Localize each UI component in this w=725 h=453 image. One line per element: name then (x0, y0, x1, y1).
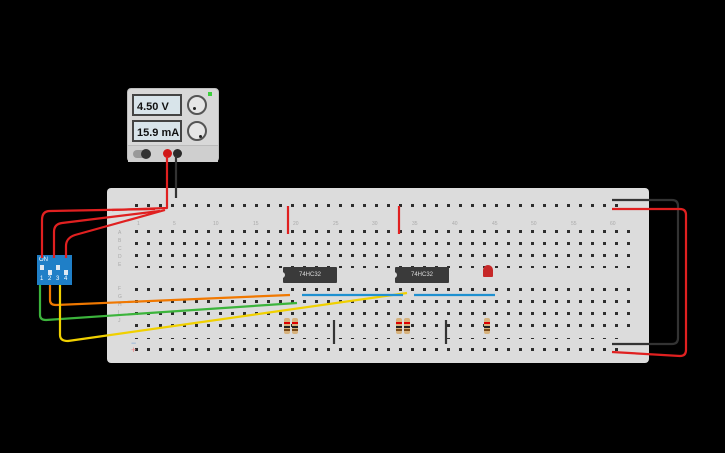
column-label: 20 (293, 221, 299, 227)
negative-terminal[interactable] (173, 149, 182, 158)
column-label: 5 (173, 221, 176, 227)
breadboard-holes (127, 197, 635, 356)
column-label: 15 (253, 221, 259, 227)
breadboard[interactable]: 1 5 10 15 20 25 30 35 40 45 50 55 60 A B… (107, 188, 649, 363)
column-label: 10 (213, 221, 219, 227)
voltage-knob[interactable] (187, 95, 207, 115)
column-label: 55 (571, 221, 577, 227)
column-label: 1 (137, 221, 140, 227)
column-label: 25 (333, 221, 339, 227)
row-label: E (118, 262, 122, 268)
resistor[interactable] (292, 318, 298, 334)
row-label: A (118, 230, 122, 236)
dip-number: 1 (40, 276, 44, 282)
resistor[interactable] (484, 318, 490, 334)
column-label: 50 (531, 221, 537, 227)
current-display: 15.9 mA (132, 120, 182, 142)
dip-number: 4 (64, 276, 68, 282)
dip-switch-2[interactable] (48, 265, 52, 275)
resistor[interactable] (284, 318, 290, 334)
positive-terminal[interactable] (163, 149, 172, 158)
column-label: 60 (610, 221, 616, 227)
rail-plus-label: + (131, 345, 137, 355)
current-knob[interactable] (187, 121, 207, 141)
row-label: I (118, 310, 120, 316)
dip-switch-3[interactable] (56, 265, 60, 275)
row-label: F (118, 286, 122, 292)
row-label: B (118, 238, 122, 244)
chip-label: 74HC32 (298, 272, 321, 278)
dip-number: 2 (48, 276, 52, 282)
red-led[interactable] (483, 265, 493, 277)
power-indicator-icon (208, 92, 212, 96)
row-label: D (118, 254, 122, 260)
resistor[interactable] (404, 318, 410, 334)
dip-switch[interactable]: ON 1 2 3 4 (37, 255, 72, 285)
voltage-display: 4.50 V (132, 94, 182, 116)
chip-74hc32-2[interactable]: 74HC32 (393, 267, 449, 283)
column-label: 30 (372, 221, 378, 227)
resistor[interactable] (396, 318, 402, 334)
psu-bottom-panel (128, 145, 218, 162)
column-label: 45 (492, 221, 498, 227)
row-label: G (118, 294, 122, 300)
row-label: H (118, 302, 122, 308)
power-switch[interactable] (133, 149, 151, 159)
dip-number: 3 (56, 276, 60, 282)
column-label: 40 (452, 221, 458, 227)
dip-on-label: ON (39, 257, 48, 263)
chip-74hc32-1[interactable]: 74HC32 (281, 267, 337, 283)
row-label: J (118, 318, 121, 324)
dip-switch-1[interactable] (40, 265, 44, 275)
rail-minus-label: − (131, 338, 137, 348)
dip-switch-4[interactable] (64, 265, 68, 275)
column-label: 35 (412, 221, 418, 227)
chip-label: 74HC32 (410, 272, 433, 278)
power-supply[interactable]: 4.50 V 15.9 mA (127, 88, 219, 162)
row-label: C (118, 246, 122, 252)
